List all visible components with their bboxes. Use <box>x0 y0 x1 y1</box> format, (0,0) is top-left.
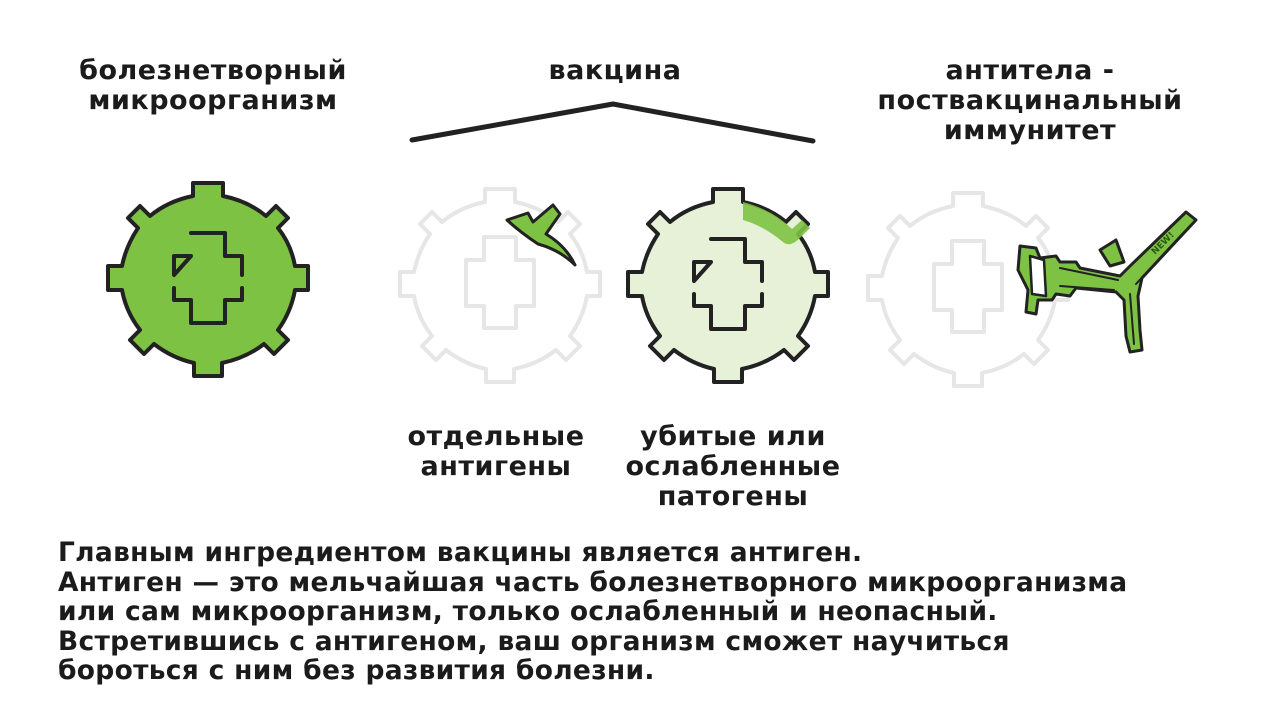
explanation-text: Главным ингредиентом вакцины является ан… <box>58 538 1258 686</box>
pathogen-gear-icon <box>106 181 310 378</box>
separate-antigens-line-2: антигены <box>420 451 572 482</box>
antibodies-label-line-3: иммунитет <box>943 115 1117 146</box>
antibodies-label: антитела - поствакцинальный иммунитет <box>860 56 1200 146</box>
antigen-fragment-icon <box>505 203 577 267</box>
vaccine-bracket <box>409 101 816 144</box>
pathogen-label-line-1: болезнетворный <box>79 55 347 86</box>
pathogen-label: болезнетворный микроорганизм <box>60 56 366 116</box>
killed-pathogens-line-1: убитые или <box>640 421 826 452</box>
antibody-icon: NEW! <box>1016 210 1198 354</box>
killed-pathogens-line-2: ослабленные <box>625 451 841 482</box>
weakened-pathogen-gear-icon <box>626 187 830 384</box>
caption-line-2: Антиген — это мельчайшая часть болезнетв… <box>58 566 1128 598</box>
separate-antigens-label: отдельные антигены <box>393 422 599 482</box>
pathogen-label-line-2: микроорганизм <box>88 85 338 116</box>
killed-pathogens-line-3: патогены <box>657 481 809 512</box>
caption-line-4: Встретившись с антигеном, ваш организм с… <box>58 625 1010 657</box>
vaccine-label: вакцина <box>520 56 710 86</box>
antibodies-label-line-1: антитела - <box>945 55 1115 86</box>
vaccine-label-text: вакцина <box>548 55 682 86</box>
caption-line-1: Главным ингредиентом вакцины является ан… <box>58 537 863 568</box>
caption-line-5: бороться с ним без развития болезни. <box>58 655 655 686</box>
killed-pathogens-label: убитые или ослабленные патогены <box>608 422 858 512</box>
separate-antigens-line-1: отдельные <box>407 421 585 452</box>
caption-line-3: или сам микроорганизм, только ослабленны… <box>58 596 998 627</box>
ghost-gear-icon <box>398 187 602 384</box>
antibodies-label-line-2: поствакцинальный <box>877 85 1183 116</box>
